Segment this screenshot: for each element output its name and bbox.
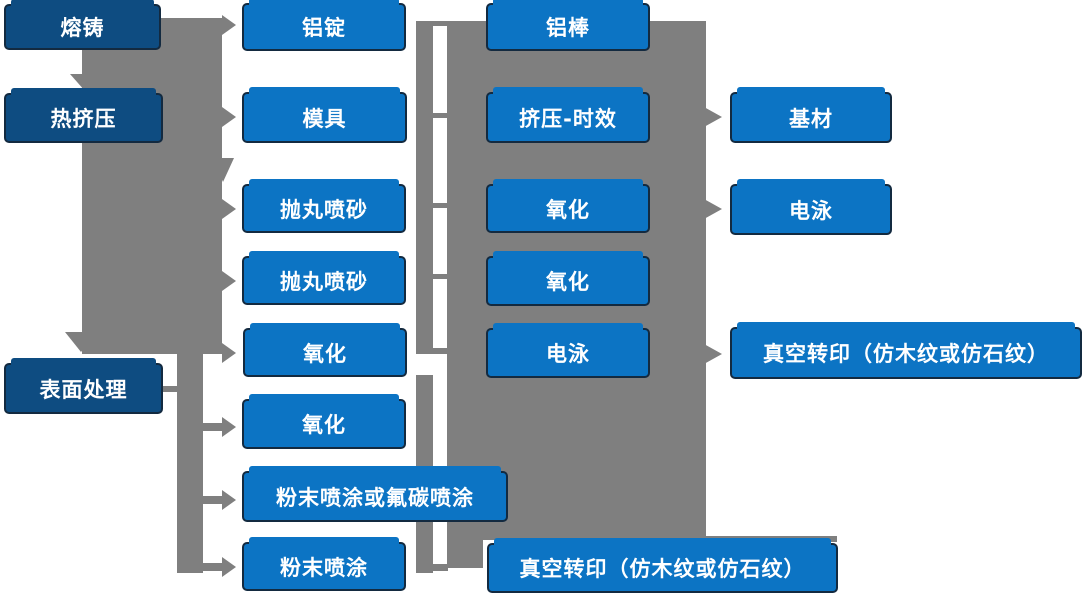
- node-fenmo-futan: 粉末喷涂或氟碳喷涂: [242, 466, 508, 522]
- node-paowanpensha-1: 抛丸喷砂: [242, 179, 406, 233]
- node-zhenkong-zhuanyin-right: 真空转印（仿木纹或仿石纹）: [730, 322, 1082, 379]
- panel-bottom-stub: [447, 540, 483, 568]
- node-zhenkong-zhuanyin-bottom: 真空转印（仿木纹或仿石纹）: [487, 538, 838, 593]
- node-dianyong-1: 电泳: [486, 323, 650, 378]
- node-jicai: 基材: [730, 87, 892, 143]
- stub-biaomianchuli: [162, 386, 178, 392]
- node-lvbang: 铝棒: [486, 0, 650, 51]
- arrowhead-down-biaomianchuli: [65, 332, 97, 352]
- node-jiya-shixiao: 挤压-时效: [486, 87, 650, 143]
- bridge-top: [431, 21, 448, 26]
- node-paowanpensha-2: 抛丸喷砂: [242, 251, 406, 305]
- bar-middle-upper: [416, 21, 433, 354]
- arrowhead-to-yanghua1: [222, 343, 236, 363]
- node-lvding: 铝锭: [242, 0, 406, 51]
- arrowhead-to-moju: [222, 107, 236, 127]
- node-dianyong-2: 电泳: [730, 179, 892, 235]
- node-rejiya: 热挤压: [4, 88, 163, 143]
- arrowhead-to-paowan2: [222, 271, 236, 291]
- arrowhead-to-fenmofutan: [222, 490, 236, 510]
- arrowhead-to-lvding: [222, 15, 236, 35]
- node-rongzhu: 熔铸: [4, 0, 161, 50]
- bridge-paowan1-level: [431, 203, 448, 208]
- arrowhead-to-zhenkong-right: [704, 344, 722, 364]
- node-yanghua-2: 氧化: [242, 394, 406, 449]
- arrowhead-to-yanghua2: [222, 417, 236, 437]
- node-yanghua-3: 氧化: [486, 179, 650, 233]
- band-left-main: [82, 18, 222, 354]
- bridge-yanghua-level: [431, 348, 448, 354]
- bridge-paowan2-level: [431, 274, 448, 279]
- arrowhead-down-rejiya: [70, 74, 100, 91]
- node-yanghua-1: 氧化: [243, 323, 407, 377]
- arrowhead-to-jicai: [704, 107, 722, 127]
- stub-arrow-fenmopentu: [203, 563, 223, 571]
- node-moju: 模具: [242, 87, 407, 143]
- arrowhead-to-fenmopentu: [222, 557, 236, 577]
- node-yanghua-4: 氧化: [486, 251, 650, 306]
- arrowhead-to-paowan1: [222, 199, 236, 219]
- band-left-lower-strip: [177, 354, 203, 573]
- stub-arrow-yanghua2: [203, 423, 223, 431]
- node-fenmopentu: 粉末喷涂: [242, 537, 406, 591]
- arrowhead-to-dianyong2: [704, 199, 722, 219]
- arrowhead-down-paowan: [212, 158, 234, 182]
- bridge-bottom: [431, 564, 448, 571]
- node-biaomianchuli: 表面处理: [4, 358, 163, 414]
- stub-arrow-fenmofutan: [203, 496, 223, 504]
- bridge-moju-level: [431, 113, 448, 118]
